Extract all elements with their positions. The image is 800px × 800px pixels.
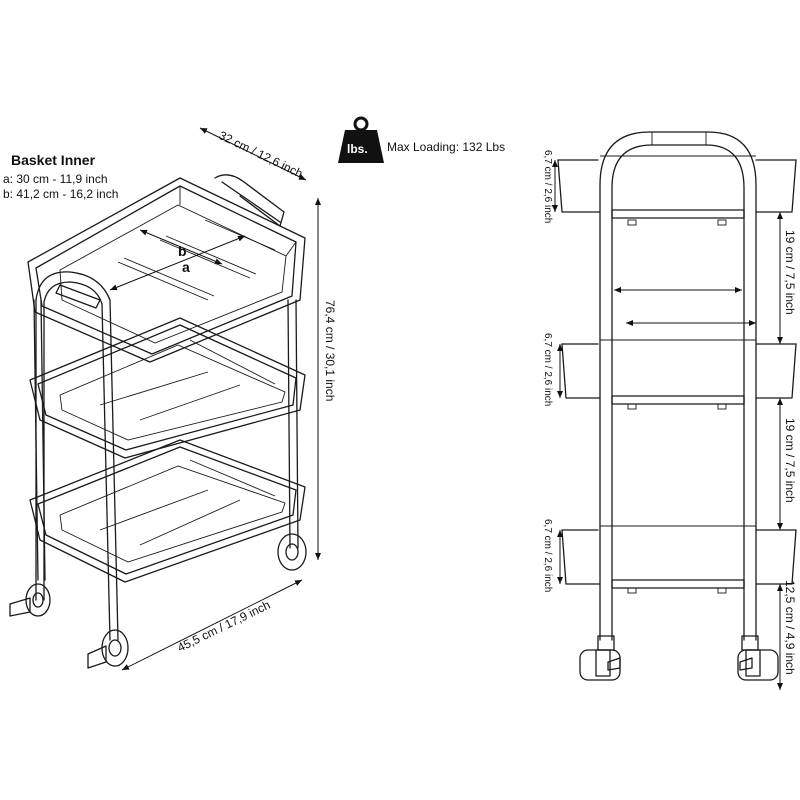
middle-basket bbox=[29, 317, 306, 459]
front-left-frame bbox=[35, 271, 119, 641]
width-dimension-line bbox=[121, 579, 303, 671]
basket-height-label-1: 6,7 cm / 2,6 inch bbox=[542, 150, 553, 223]
bottom-clearance-label: 12,5 cm / 4,9 inch bbox=[783, 580, 797, 675]
side-wheels bbox=[579, 635, 779, 681]
bottom-basket bbox=[29, 439, 306, 583]
dimension-b-line bbox=[139, 229, 223, 265]
cart-perspective-view: b a bbox=[9, 127, 337, 671]
top-basket bbox=[27, 174, 306, 363]
basket-inner-b: b: 41,2 cm - 16,2 inch bbox=[3, 187, 118, 201]
basket-inner-info: Basket Inner a: 30 cm - 11,9 inch b: 41,… bbox=[3, 152, 118, 201]
gap-label-1: 19 cm / 7,5 inch bbox=[783, 230, 797, 315]
label-b: b bbox=[178, 243, 187, 259]
max-loading-info: lbs. Max Loading: 132 Lbs bbox=[338, 116, 505, 163]
weight-icon: lbs. bbox=[338, 116, 384, 163]
basket-inner-a: a: 30 cm - 11,9 inch bbox=[3, 172, 108, 186]
label-a: a bbox=[182, 259, 190, 275]
cart-side-view: 6,7 cm / 2,6 inch 6,7 cm / 2,6 inch 6,7 … bbox=[542, 131, 797, 690]
max-loading-label: Max Loading: 132 Lbs bbox=[387, 140, 505, 154]
width-label: 45,5 cm / 17,9 inch bbox=[175, 598, 272, 655]
svg-text:lbs.: lbs. bbox=[347, 142, 368, 156]
basket-height-label-3: 6,7 cm / 2,6 inch bbox=[542, 519, 553, 592]
height-label: 76,4 cm / 30,1 inch bbox=[323, 300, 337, 401]
gap-label-2: 19 cm / 7,5 inch bbox=[783, 418, 797, 503]
basket-height-label-2: 6,7 cm / 2,6 inch bbox=[542, 333, 553, 406]
depth-dimension-line bbox=[199, 127, 307, 181]
basket-inner-title: Basket Inner bbox=[11, 152, 96, 168]
depth-label: 32 cm / 12,6 inch bbox=[217, 128, 305, 181]
